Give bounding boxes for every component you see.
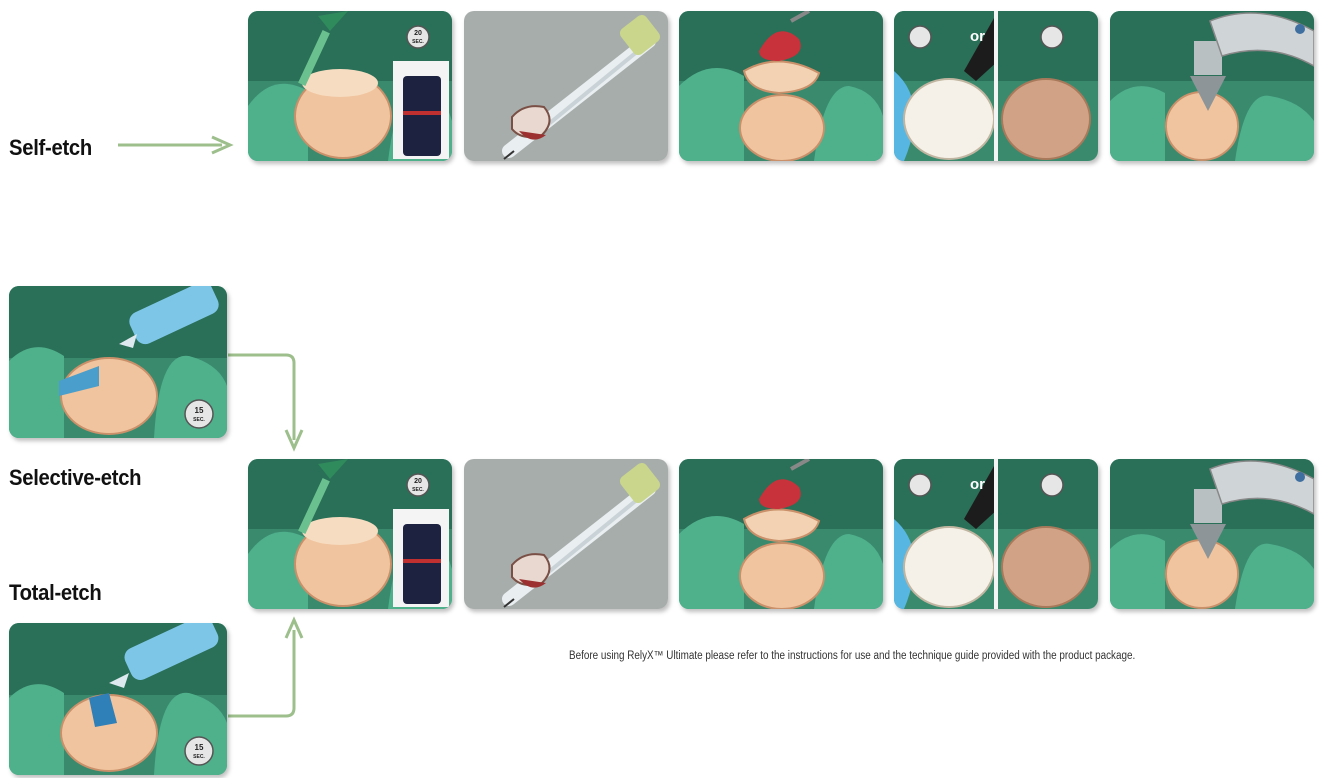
self-etch-step-4-panel: or xyxy=(894,11,1098,161)
timer-sec-text: SEC. xyxy=(412,39,424,45)
total-etch-pre-step-panel: 15 SEC. xyxy=(9,623,227,775)
timer-15-text: 15 xyxy=(195,406,204,415)
self-etch-step-1-panel: 20 SEC. xyxy=(248,11,452,161)
etch-step-4-panel: or xyxy=(894,459,1098,609)
etch-step-3-panel xyxy=(679,459,883,609)
timer-sec-text: SEC. xyxy=(193,417,205,423)
timer-sec-text: SEC. xyxy=(412,487,424,493)
self-etch-step-3-panel xyxy=(679,11,883,161)
timer-sec-text: SEC. xyxy=(193,754,205,760)
selective-etch-connector xyxy=(228,355,302,448)
or-text: or xyxy=(970,476,985,493)
instructions-note: Before using RelyX™ Ultimate please refe… xyxy=(569,650,1135,662)
etch-step-1-panel: 20 SEC. xyxy=(248,459,452,609)
self-etch-arrow xyxy=(118,137,230,153)
total-etch-connector xyxy=(228,620,302,716)
self-etch-step-2-panel xyxy=(464,11,668,161)
or-text: or xyxy=(970,28,985,45)
timer-20-text: 20 xyxy=(414,478,422,485)
self-etch-step-5-panel xyxy=(1110,11,1314,161)
etch-step-5-panel xyxy=(1110,459,1314,609)
selective-etch-pre-step-panel: 15 SEC. xyxy=(9,286,227,438)
timer-15-text: 15 xyxy=(195,743,204,752)
etch-step-2-panel xyxy=(464,459,668,609)
timer-20-text: 20 xyxy=(414,30,422,37)
